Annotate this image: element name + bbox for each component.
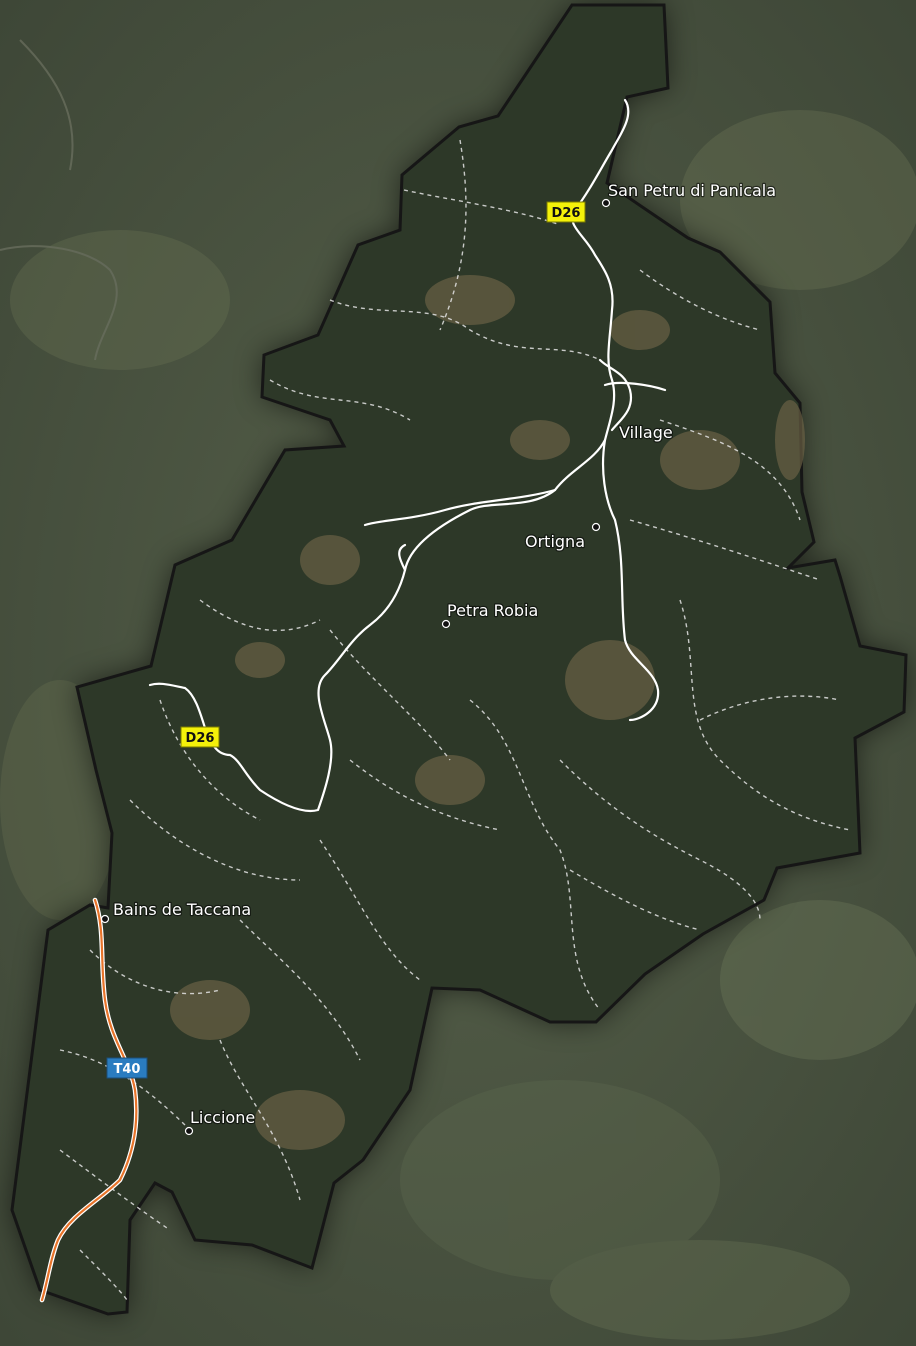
place-petra-robia[interactable]: Petra Robia (441, 600, 539, 629)
road-shield-d26-north: D26 (546, 201, 586, 223)
place-label: Bains de Taccana (113, 900, 251, 919)
road-village-loop (598, 358, 633, 432)
place-marker (441, 619, 451, 629)
place-label: Village (619, 423, 673, 442)
tracks (59, 139, 851, 1301)
road-shield-t40: T40 (106, 1057, 148, 1079)
svg-text:D26: D26 (186, 731, 215, 746)
place-label: San Petru di Panicala (608, 181, 776, 200)
road-t40 (39, 897, 139, 1303)
commune-territory[interactable] (10, 3, 908, 1316)
place-marker (601, 198, 611, 208)
clearings (170, 275, 805, 1150)
place-bains-de-taccana[interactable]: Bains de Taccana (100, 899, 252, 924)
place-ortigna[interactable]: Ortigna (524, 522, 601, 552)
road-south-branch (398, 543, 407, 572)
place-marker (100, 914, 110, 924)
road-ortigna (601, 438, 660, 722)
place-liccione[interactable]: Liccione (184, 1107, 256, 1136)
place-label: Liccione (190, 1108, 255, 1127)
road-village-west (363, 488, 557, 527)
svg-text:D26: D26 (552, 206, 581, 221)
background-texture (0, 39, 916, 1340)
main-roads (148, 98, 667, 813)
road-shield-d26-west: D26 (180, 726, 220, 748)
place-label: Ortigna (525, 532, 585, 551)
place-san-petru-di-panicala[interactable]: San Petru di Panicala (601, 180, 777, 208)
place-marker (184, 1126, 194, 1136)
svg-text:T40: T40 (114, 1062, 141, 1077)
road-village-east (603, 381, 667, 392)
place-village[interactable]: Village (618, 422, 674, 443)
place-marker (591, 522, 601, 532)
place-label: Petra Robia (447, 601, 538, 620)
